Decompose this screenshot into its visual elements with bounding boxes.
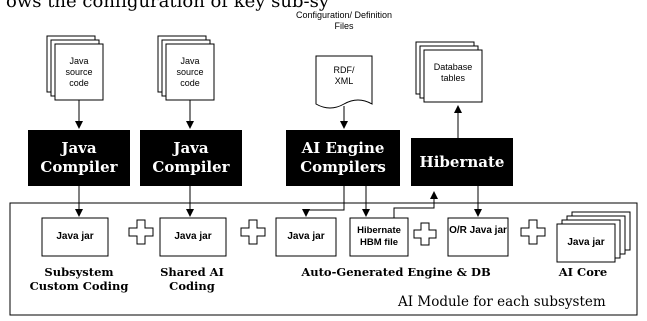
module-label: AI Module for each subsystem <box>398 294 606 310</box>
caption-auto-generated: Auto-Generated Engine & DB <box>301 265 491 279</box>
ai-engine-compilers-block: AI Engine Compilers <box>286 130 400 186</box>
java-source-stack-2 <box>157 35 215 101</box>
arrow-hbm-hibernate <box>393 191 438 218</box>
ai-core-jar-label: Java jar <box>567 237 605 248</box>
java-jar-box-2 <box>159 217 227 257</box>
ai-engine-compilers-label: AI Engine Compilers <box>300 139 386 176</box>
java-compiler-block-2: Java Compiler <box>140 130 242 186</box>
hbm-file-label: Hibernate HBM file <box>357 225 401 248</box>
caption-shared-ai-coding: Shared AI Coding <box>160 265 224 293</box>
hbm-file-box <box>349 217 409 257</box>
java-source-stack-1 <box>46 35 104 101</box>
hibernate-block: Hibernate <box>411 138 513 186</box>
java-source-label-1: Java source code <box>65 56 93 88</box>
java-jar-label-2: Java jar <box>174 231 212 242</box>
java-jar-label-1: Java jar <box>56 231 94 242</box>
caption-subsystem-custom-coding: Subsystem Custom Coding <box>29 265 129 293</box>
or-jar-label: O/R Java jar <box>449 225 507 236</box>
java-compiler-label-1: Java Compiler <box>40 139 118 176</box>
caption-ai-core: AI Core <box>558 265 608 279</box>
header-text-fragment: ows the configuration of key sub-sy <box>6 0 330 12</box>
java-jar-label-3: Java jar <box>287 231 325 242</box>
ai-core-jar-stack <box>556 211 631 263</box>
java-jar-box-1 <box>41 217 109 257</box>
config-files-label: Configuration/ Definition Files <box>295 10 393 31</box>
rdf-xml-label: RDF/ XML <box>333 65 355 86</box>
java-source-label-2: Java source code <box>176 56 204 88</box>
arrow-ai-compilers-jar <box>302 186 345 217</box>
database-tables-stack <box>415 41 483 103</box>
plus-icon-4 <box>520 219 546 245</box>
or-jar-box <box>447 217 509 257</box>
rdf-xml-document <box>315 55 373 109</box>
java-compiler-label-2: Java Compiler <box>152 139 230 176</box>
java-compiler-block-1: Java Compiler <box>28 130 130 186</box>
database-tables-label: Database tables <box>433 62 473 83</box>
plus-icon-1 <box>128 219 154 245</box>
plus-icon-3 <box>413 222 437 246</box>
plus-icon-2 <box>240 219 266 245</box>
java-jar-box-3 <box>275 217 337 257</box>
hibernate-label: Hibernate <box>419 152 505 171</box>
